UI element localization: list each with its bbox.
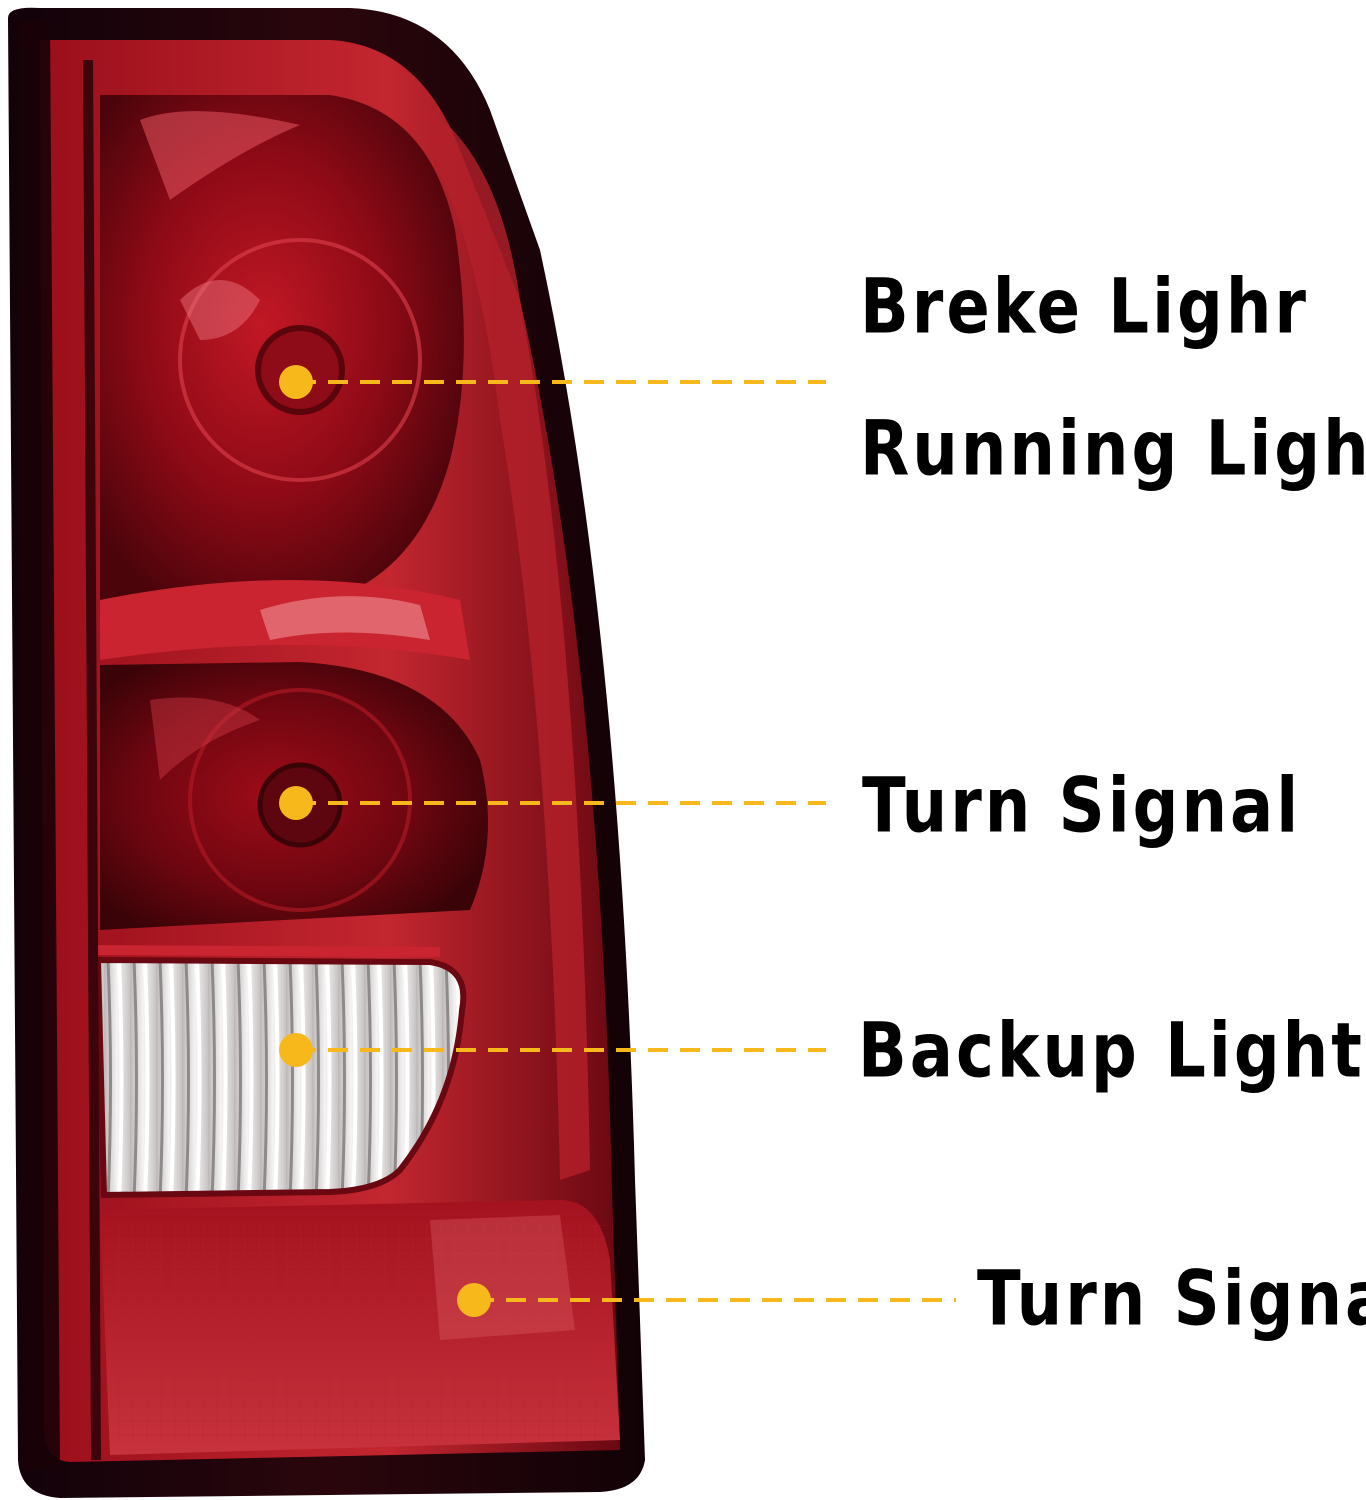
callout-label: Backup Light <box>858 1008 1365 1096</box>
marker-dot-icon <box>279 1033 313 1067</box>
upper-highlight-2 <box>180 280 260 340</box>
bottom-reflector-shine <box>430 1215 575 1340</box>
marker-dot-icon <box>279 786 313 820</box>
upper-highlight <box>140 111 300 200</box>
side-lens-band <box>430 110 590 1180</box>
backup-lens-frame <box>89 945 441 957</box>
bottom-reflector-texture <box>115 1225 605 1440</box>
callout-label: Turn Signal <box>977 1256 1366 1344</box>
divider-shine <box>260 596 430 640</box>
callout-label: Turn Signal <box>862 763 1302 851</box>
callout-leaders <box>279 365 956 1317</box>
housing-inner-rim <box>83 59 101 1461</box>
callout-label: Breke Lighr <box>860 264 1309 352</box>
marker-dot-icon <box>457 1283 491 1317</box>
upper-reflector-ring <box>178 238 422 482</box>
backup-lens <box>94 956 467 1199</box>
middle-reflector-ring <box>188 688 412 912</box>
middle-highlight <box>150 697 260 780</box>
callout-label: Running Light <box>860 406 1366 494</box>
marker-dot-icon <box>279 365 313 399</box>
housing-left-edge <box>18 20 60 1470</box>
